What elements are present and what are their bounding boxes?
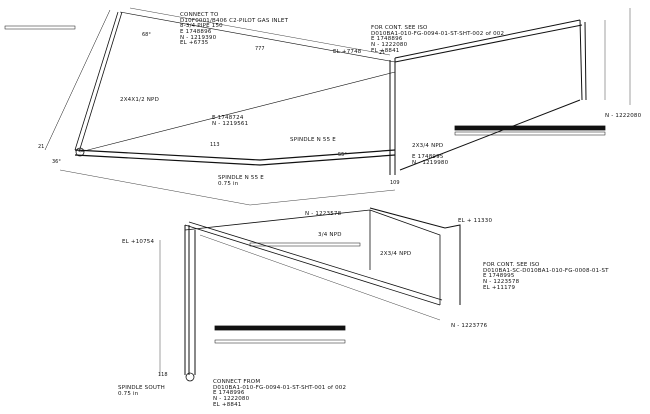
dim-109: 109 [390, 180, 400, 186]
n-1223578: N - 1223578 [305, 211, 342, 217]
dim-line-right [604, 8, 631, 105]
tag-box-1 [454, 125, 606, 131]
angle-55: 55° [338, 152, 347, 158]
dim-line-lower [159, 234, 441, 375]
pipe-lower-run [184, 209, 443, 306]
dim-777: 777 [255, 46, 265, 52]
dim-118: 118 [158, 372, 168, 378]
el-7748: EL +7748 [333, 49, 362, 55]
pipe-bottom-run [74, 149, 396, 166]
tag-box-5 [249, 242, 361, 247]
pipe-long-run [79, 11, 396, 153]
pipe-riser-upper-left [74, 11, 123, 153]
n-1223776: N - 1223776 [451, 323, 488, 329]
pipe-right-frame [389, 19, 587, 175]
pipe-lower-riser [184, 225, 196, 375]
tag-box-4 [214, 339, 346, 344]
valve-symbol [75, 147, 85, 157]
npd-right: 2X3/4 NPD [412, 143, 444, 149]
drawing-lines [4, 7, 631, 382]
pipe-lower-right [369, 207, 461, 305]
valve-symbol-lower [185, 372, 195, 382]
angle-68: 68° [142, 32, 151, 38]
angle-36: 36° [52, 159, 61, 165]
dim-line-bottom [59, 169, 396, 206]
tag-box-2 [454, 131, 606, 136]
dim-113: 113 [210, 142, 220, 148]
tag-box-6 [4, 25, 76, 30]
el-10754: EL +10754 [122, 239, 155, 245]
tag-box-3 [214, 325, 346, 331]
npd-2x34: 2X3/4 NPD [380, 251, 412, 257]
dim-line-top [129, 7, 391, 56]
dim-line-left [44, 9, 111, 151]
dim-21b: 21 [379, 50, 386, 56]
npd-left: 2X4X1/2 NPD [120, 97, 160, 103]
dim-21: 21 [38, 144, 45, 150]
el-11330: EL + 11330 [458, 218, 493, 224]
npd-34: 3/4 NPD [318, 232, 342, 238]
spindle-ne: SPINDLE N 55 E [290, 137, 336, 143]
n-1222080: N - 1222080 [605, 113, 642, 119]
